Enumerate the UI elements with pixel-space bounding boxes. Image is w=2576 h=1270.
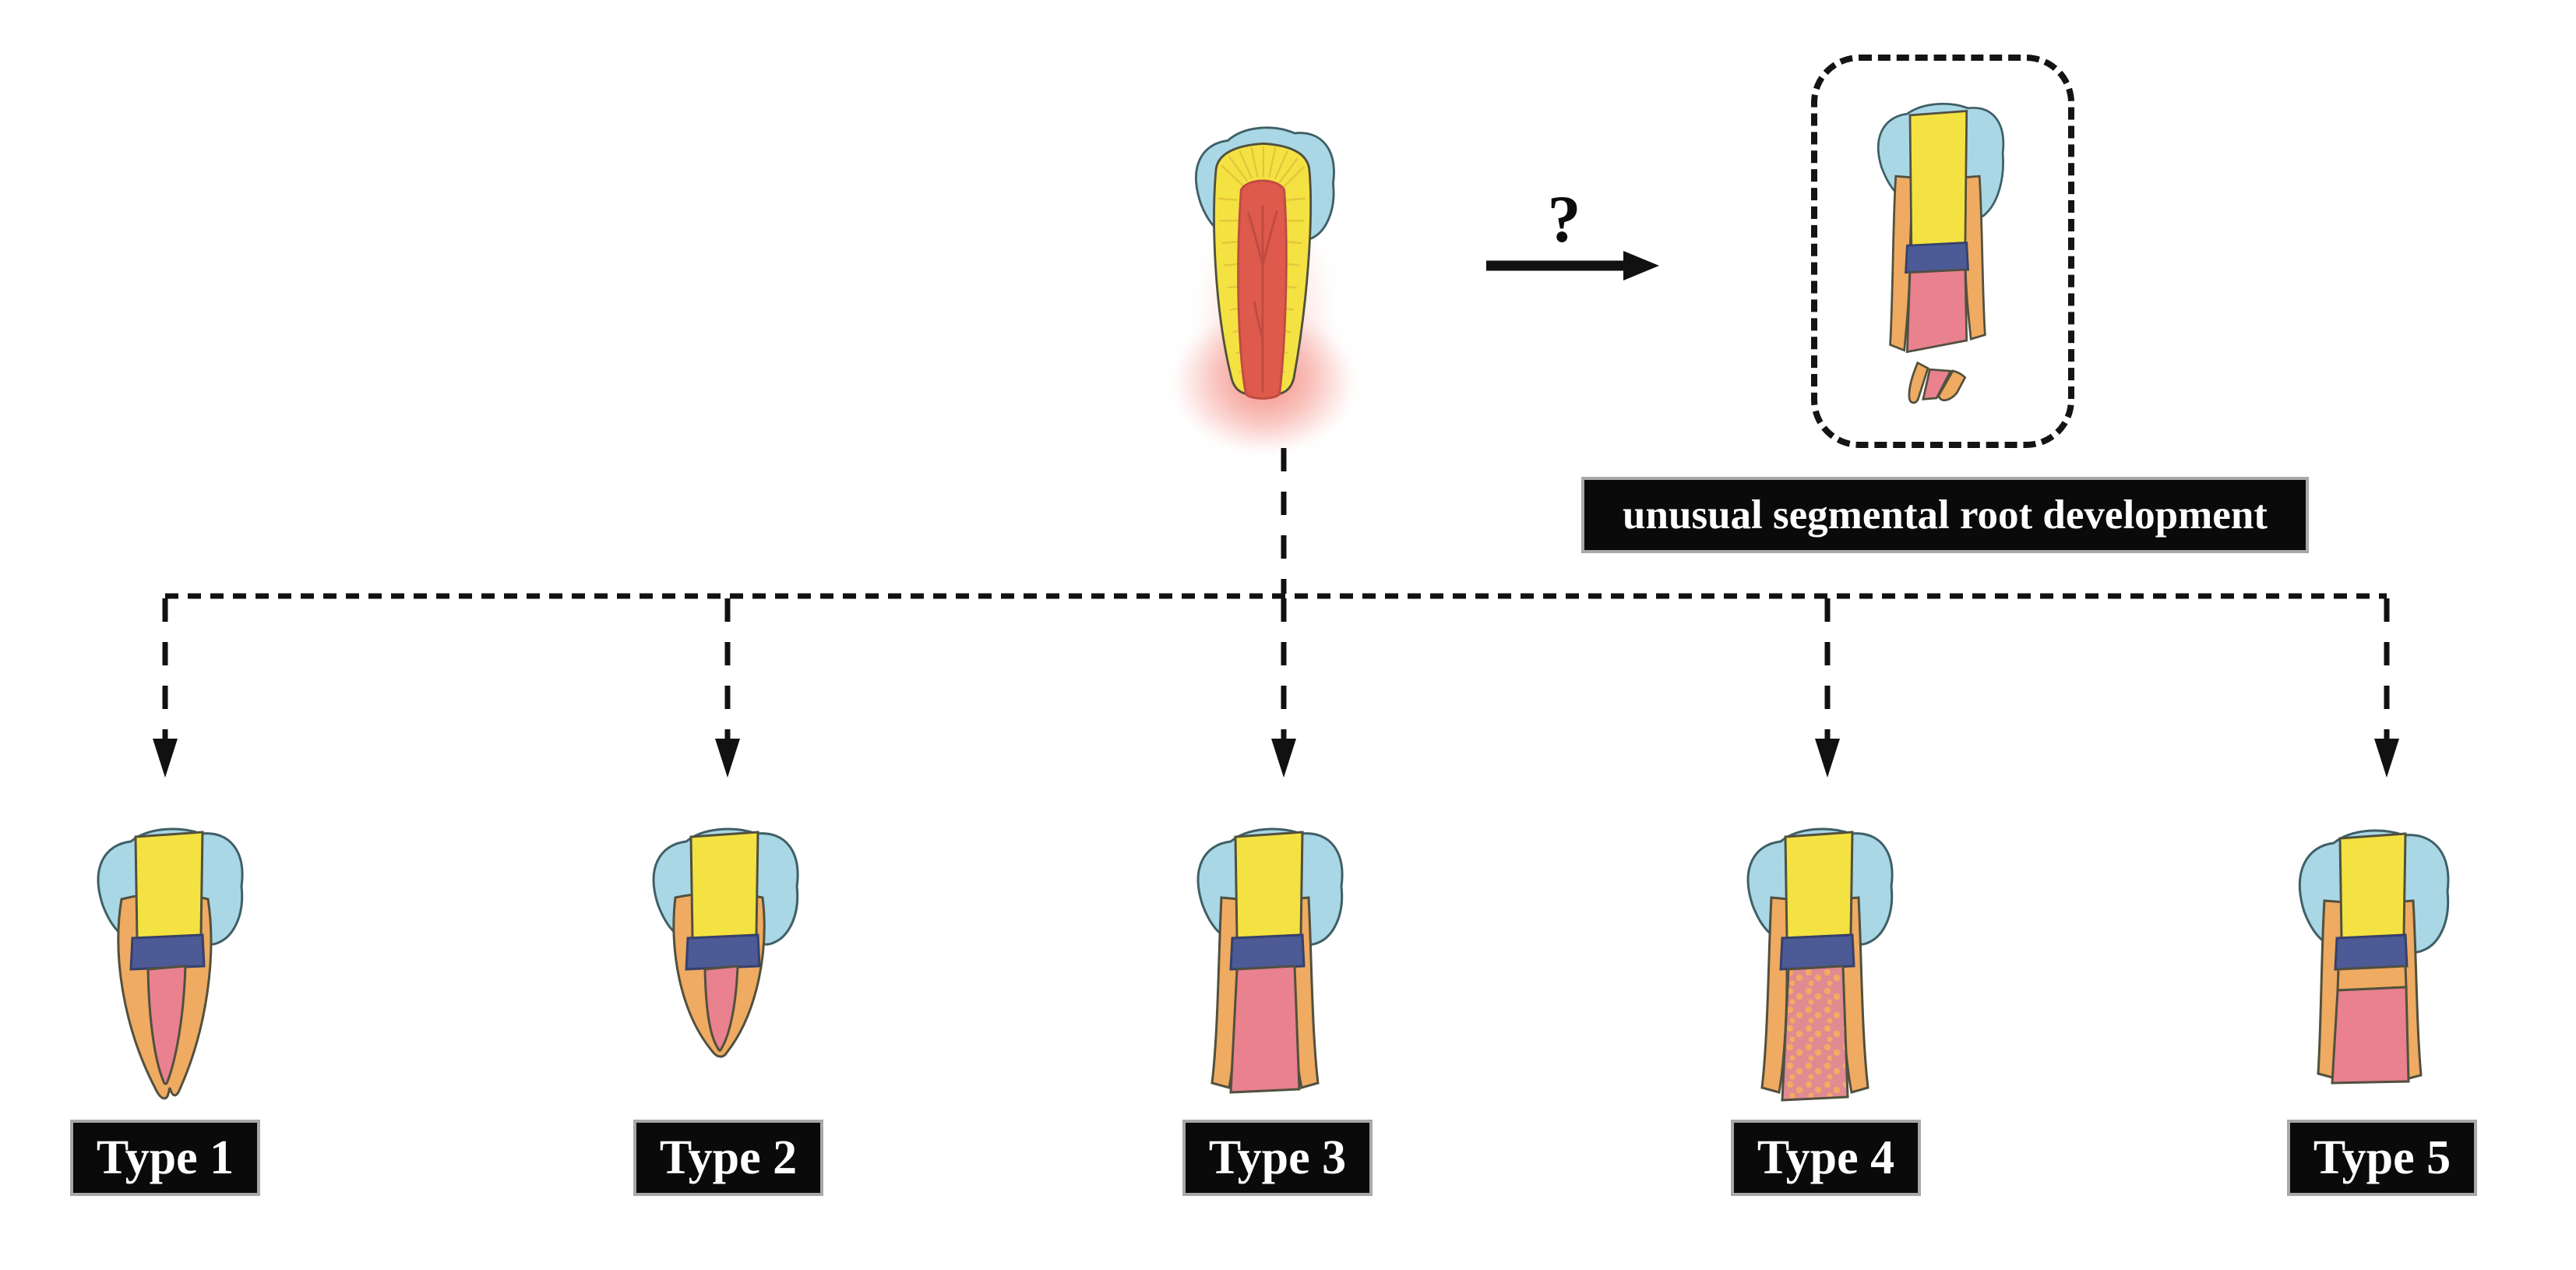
arrowhead-type4 [1815, 739, 1840, 778]
arrowhead-type1 [153, 739, 178, 778]
transformation-arrowhead [1623, 251, 1659, 280]
type-3-tooth-illustration [1196, 827, 1344, 1094]
segmental-label: unusual segmental root development [1581, 477, 2309, 553]
type-2-label: Type 2 [633, 1120, 823, 1196]
arrowhead-type3 [1271, 739, 1296, 778]
type-5-tooth-illustration [2298, 829, 2450, 1085]
arrowhead-type5 [2374, 739, 2399, 778]
type-3-label: Type 3 [1182, 1120, 1373, 1196]
pulp-vessel-lines [1247, 204, 1278, 393]
question-mark: ? [1547, 182, 1581, 256]
segmental-outcome-box [1811, 55, 2074, 448]
segmented-root-tooth-illustration [1877, 102, 2005, 404]
type-4-tooth-illustration [1746, 827, 1894, 1102]
type-1-tooth-illustration [97, 827, 244, 1100]
type-1-label: Type 1 [70, 1120, 260, 1196]
type-4-label: Type 4 [1731, 1120, 1921, 1196]
immature-tooth-illustration [1195, 126, 1335, 400]
type-2-tooth-illustration [652, 827, 799, 1058]
type-5-label: Type 5 [2287, 1120, 2477, 1196]
detached-apex-segment [1908, 361, 1967, 404]
arrowhead-type2 [715, 739, 740, 778]
